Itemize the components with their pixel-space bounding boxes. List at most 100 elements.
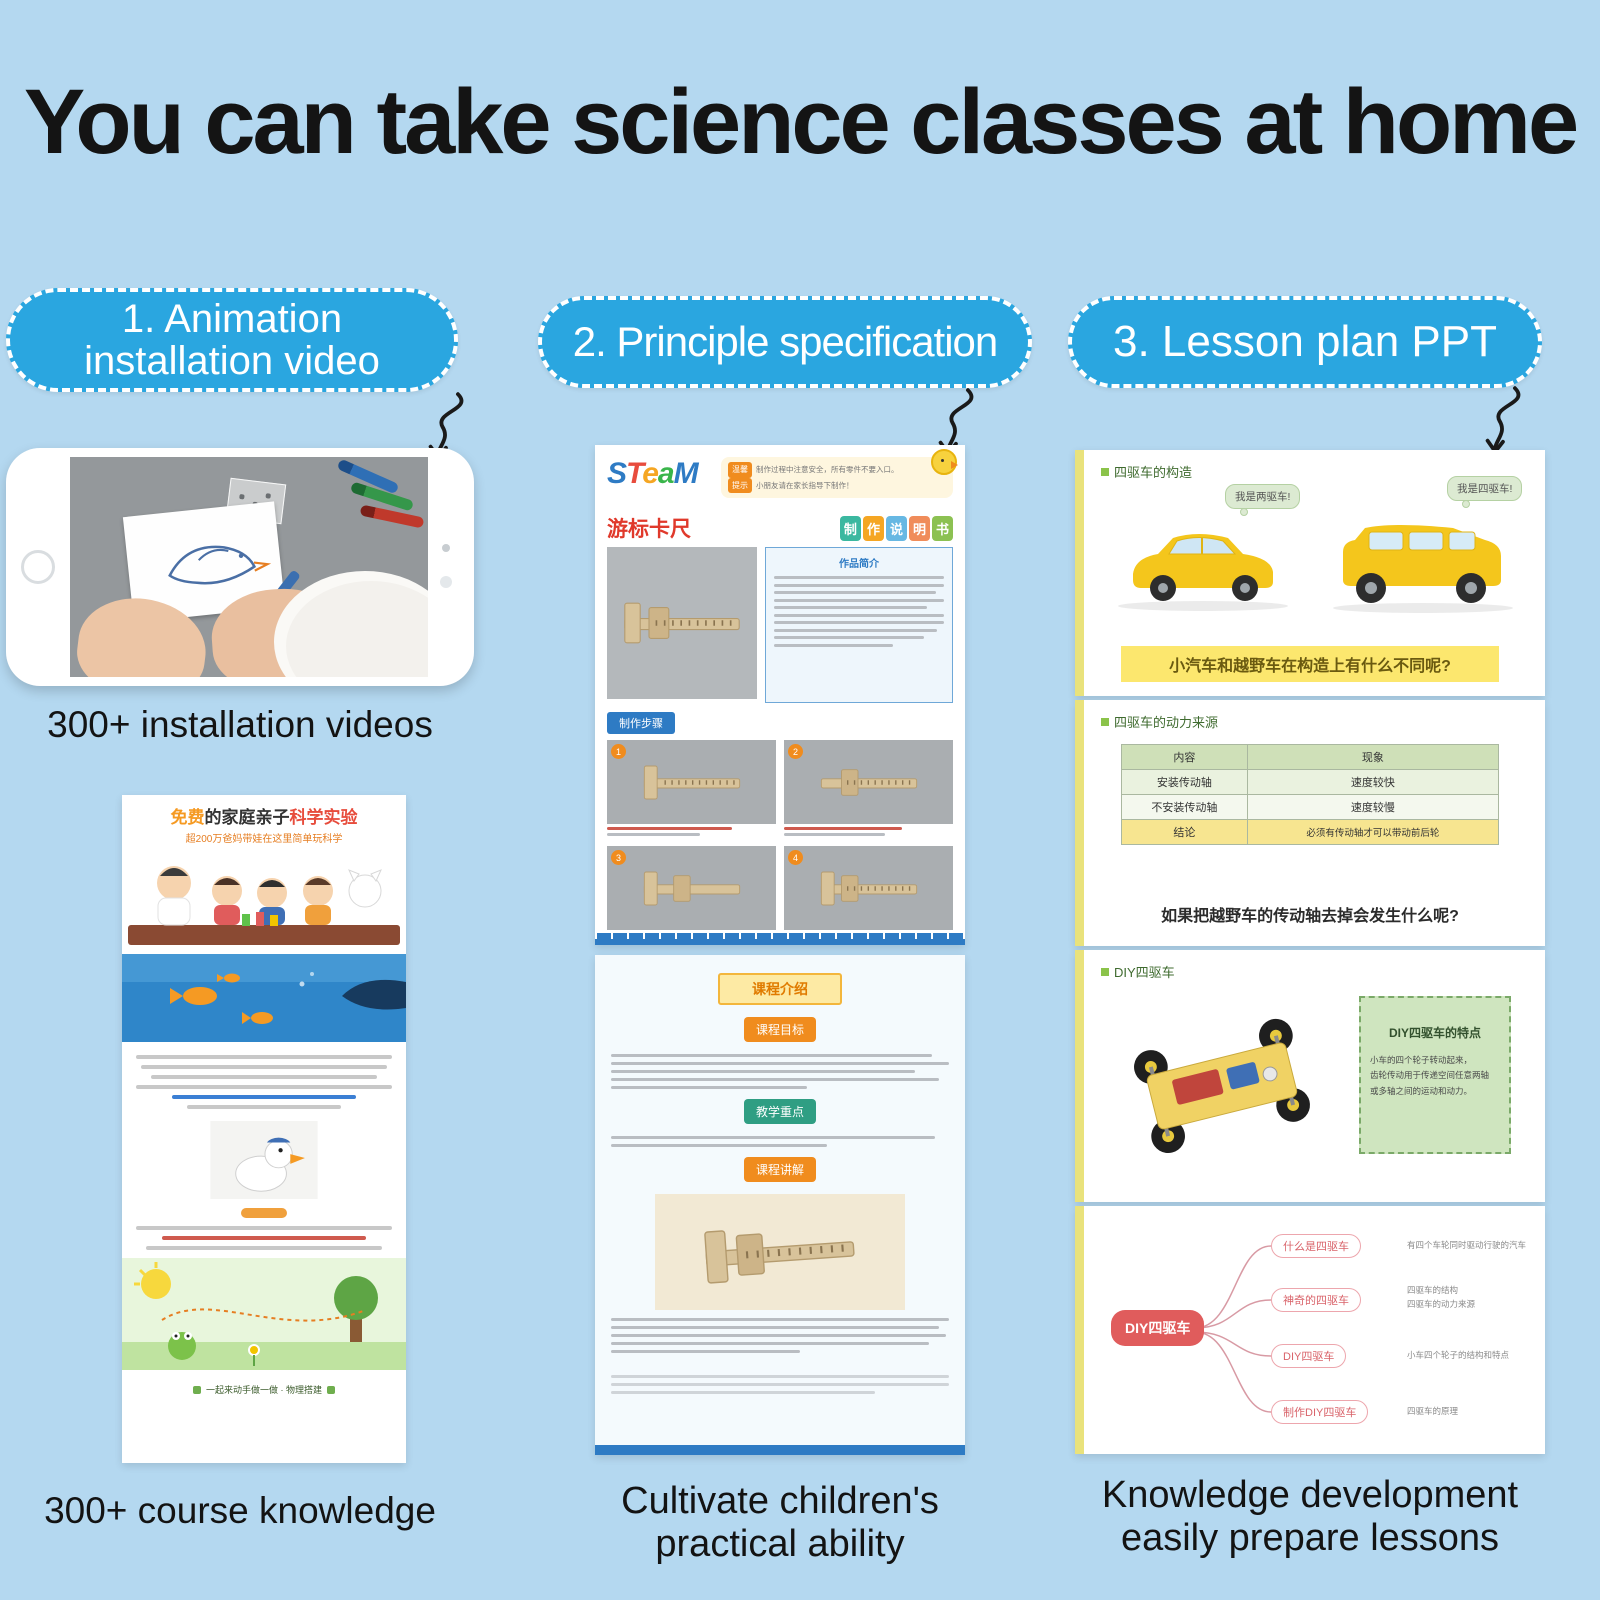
- step-number-badge: 3: [611, 850, 626, 865]
- caption-knowledge-development: Knowledge development easily prepare les…: [1080, 1474, 1540, 1559]
- poster-title-highlight: 免费: [170, 808, 205, 827]
- table-header-cell: 现象: [1246, 744, 1500, 770]
- logo-letter: e: [642, 457, 659, 490]
- thought-bubble-left: 我是两驱车!: [1225, 484, 1301, 516]
- cars-illustration: [1118, 525, 1513, 613]
- sea-fish-illustration: [122, 954, 406, 1042]
- course-intro-page: 课程介绍 课程目标 教学重点 课程讲解: [595, 955, 965, 1455]
- pill-label: 3. Lesson plan PPT: [1112, 316, 1497, 366]
- ppt-slide-structure: 四驱车的构造 我是两驱车! 我是四驱车! 小汽车和越野车在构造上有什么不同呢?: [1075, 450, 1545, 696]
- course-explain-tag: 课程讲解: [743, 1157, 816, 1182]
- manual-title: 游标卡尺: [607, 518, 691, 541]
- article-text-lines: [122, 1218, 406, 1258]
- article-text-lines: [122, 1047, 406, 1117]
- table-cell: 速度较快: [1246, 769, 1500, 795]
- bullet-square-icon: [1101, 967, 1109, 976]
- page-footer-bar: [595, 1445, 965, 1455]
- caption-line: practical ability: [655, 1522, 905, 1565]
- notice-text: 制作过程中注意安全，所有零件不要入口。: [756, 465, 899, 474]
- subtitle-char: 说: [885, 515, 907, 541]
- table-cell: 结论: [1121, 819, 1248, 845]
- feature-line: 或多轴之间的运动和动力。: [1370, 1085, 1473, 1096]
- course-article-image: 免费的家庭亲子科学实验 超200万爸妈带娃在这里简单玩科学: [122, 795, 406, 1463]
- mindmap-node: 制作DIY四驱车: [1271, 1400, 1369, 1424]
- arrow-squiggle-icon: [1485, 386, 1521, 454]
- caliper-product-photo: [607, 547, 757, 699]
- duck-label-tag: [241, 1208, 287, 1218]
- ppt-slide-power-source: 四驱车的动力来源 内容 现象 安装传动轴 速度较快 不安装传动轴 速度较慢 结论…: [1075, 700, 1545, 946]
- table-cell: 不安装传动轴: [1121, 794, 1248, 820]
- leaf-icon: [327, 1385, 335, 1394]
- assembly-steps: 1 2 3 4: [607, 740, 953, 945]
- caption-installation-videos: 300+ installation videos: [47, 704, 433, 745]
- phone-home-button: [21, 550, 55, 584]
- mindmap-node: 什么是四驱车: [1271, 1234, 1361, 1258]
- subtitle-char: 制: [839, 515, 861, 541]
- thought-bubble-right: 我是四驱车!: [1447, 476, 1523, 508]
- safety-notice-box: 温馨制作过程中注意安全，所有零件不要入口。 提示小朋友请在家长指导下制作！: [721, 449, 958, 499]
- caliper-usage-photo: [655, 1194, 905, 1310]
- notice-text: 小朋友请在家长指导下制作！: [756, 480, 854, 490]
- teaching-focus-tag: 教学重点: [743, 1099, 816, 1124]
- bullet-square-icon: [1101, 717, 1109, 726]
- caption-practical-ability: Cultivate children's practical ability: [570, 1480, 990, 1565]
- intro-title: 作品简介: [839, 559, 879, 570]
- camera-dot-icon: [442, 544, 450, 552]
- caption-line: Knowledge development: [1101, 1474, 1519, 1516]
- caption-line: easily prepare lessons: [1120, 1516, 1500, 1559]
- step-number-badge: 1: [611, 744, 626, 759]
- poster-title-red: 科学实验: [289, 808, 358, 827]
- ruler-footer-bar: [595, 933, 965, 945]
- pill-lesson-plan-ppt: 3. Lesson plan PPT: [1068, 296, 1542, 388]
- mindmap-note-line: 四驱车的动力来源: [1407, 1298, 1476, 1309]
- slide-bullet: 四驱车的动力来源: [1114, 715, 1219, 730]
- logo-letter: M: [673, 457, 699, 490]
- steps-section-title: 制作步骤: [607, 712, 675, 734]
- table-cell: 安装传动轴: [1121, 769, 1248, 795]
- subtitle-char: 书: [931, 515, 953, 541]
- mindmap-node: 神奇的四驱车: [1271, 1288, 1361, 1312]
- step-photo: 3: [607, 846, 776, 945]
- poster-title-rest: 的家庭亲子: [204, 808, 290, 827]
- feature-box: DIY四驱车的特点 小车的四个轮子转动起来， 齿轮传动用于传递空间任意两轴 或多…: [1359, 996, 1511, 1154]
- caption-line: Cultivate children's: [621, 1480, 939, 1522]
- pill-label-line1: 1. Animation: [121, 296, 343, 341]
- drawing-card: [122, 501, 286, 623]
- slide-bullet: 四驱车的构造: [1114, 465, 1193, 480]
- caliper-drawing: [704, 1229, 855, 1284]
- mindmap-note: 小车四个轮子的结构和特点: [1407, 1350, 1510, 1360]
- subtitle-char: 作: [862, 515, 884, 541]
- slide-question: 小汽车和越野车在构造上有什么不同呢?: [1121, 646, 1499, 682]
- caption-course-knowledge: 300+ course knowledge: [44, 1490, 436, 1531]
- mindmap-node: DIY四驱车: [1271, 1344, 1347, 1368]
- poster-footer-text: 一起来动手做一做 · 物理搭建: [206, 1385, 322, 1395]
- poster-title: 免费的家庭亲子科学实验: [122, 795, 406, 828]
- leaf-icon: [193, 1385, 201, 1394]
- caliper-drawing: [624, 602, 740, 644]
- chick-icon: [931, 449, 958, 475]
- table-cell: 速度较慢: [1246, 794, 1500, 820]
- experiment-table: 内容 现象 安装传动轴 速度较快 不安装传动轴 速度较慢 结论 必须有传动轴才可…: [1121, 744, 1500, 845]
- product-intro-box: 作品简介: [765, 547, 953, 703]
- cartoon-duck: [210, 1121, 318, 1199]
- mindmap-note: 四驱车的原理: [1407, 1406, 1459, 1416]
- diy-car-photo: [1134, 1018, 1310, 1154]
- mindmap-note: 四驱车的结构 四驱车的动力来源: [1407, 1284, 1475, 1311]
- bird-sketch: [168, 545, 272, 585]
- duck-illustration-block: [122, 1121, 406, 1218]
- step-number-badge: 4: [788, 850, 803, 865]
- mindmap-slide: DIY四驱车 什么是四驱车 神奇的四驱车 DIY四驱车 制作DIY四驱车 有四个…: [1075, 1206, 1545, 1454]
- poster-footer: 一起来动手做一做 · 物理搭建: [122, 1383, 406, 1396]
- pill-animation-video: 1. Animation installation video: [6, 288, 458, 392]
- logo-letter: T: [626, 457, 643, 490]
- notice-tag: 温馨: [728, 462, 752, 478]
- mindmap-note: 有四个车轮同时驱动行驶的汽车: [1407, 1240, 1527, 1250]
- table-cell: 必须有传动轴才可以带动前后轮: [1246, 819, 1500, 845]
- course-intro-header: 课程介绍: [718, 973, 842, 1005]
- step-number-badge: 2: [788, 744, 803, 759]
- step-photo: 2: [784, 740, 953, 839]
- course-goal-tag: 课程目标: [743, 1017, 816, 1042]
- notice-tag: 提示: [728, 477, 752, 494]
- mindmap-note-line: 四驱车的结构: [1407, 1285, 1459, 1295]
